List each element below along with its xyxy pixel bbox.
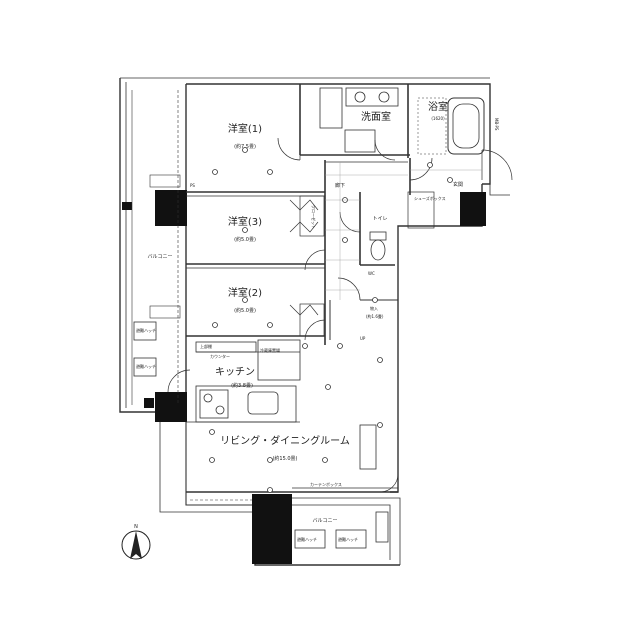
western3-area: (約5.0畳) bbox=[234, 236, 256, 243]
hatch3-label: 避難ハッチ bbox=[297, 536, 317, 542]
fixture-labels: MB·PS PS クローゼット シューズボックス 物入 (約1.6畳) カーテン… bbox=[136, 118, 499, 542]
washroom-name: 洗面室 bbox=[361, 110, 391, 123]
mbps-label: MB·PS bbox=[494, 118, 499, 131]
entrance-name: 玄関 bbox=[453, 181, 463, 188]
kitchen-fixtures bbox=[195, 339, 301, 423]
ps-label: PS bbox=[190, 183, 195, 188]
western1-area: (約7.5畳) bbox=[234, 143, 256, 150]
closet-doors bbox=[289, 191, 435, 337]
toilet-name: トイレ bbox=[372, 216, 387, 222]
counter-label: カウンター bbox=[210, 353, 230, 359]
balcony-south-name: バルコニー bbox=[313, 518, 338, 524]
column-small-1 bbox=[122, 202, 132, 210]
shoe-box-label: シューズボックス bbox=[414, 195, 446, 201]
column-nw bbox=[155, 190, 187, 226]
door-swings bbox=[167, 137, 513, 493]
hatches bbox=[133, 321, 389, 549]
bathtub bbox=[417, 97, 485, 155]
balcony-rails bbox=[131, 90, 181, 405]
hatch2-label: 避難ハッチ bbox=[136, 363, 156, 369]
column-entrance bbox=[460, 192, 486, 226]
storage-label: 物入 bbox=[370, 305, 378, 311]
ldk-name: リビング・ダイニングルーム bbox=[220, 434, 350, 447]
hatch4-label: 避難ハッチ bbox=[338, 536, 358, 542]
upper-cabinet-label: 上部棚 bbox=[200, 343, 212, 349]
refrigerator-label: 冷蔵庫置場 bbox=[260, 347, 280, 353]
western2-area: (約5.0畳) bbox=[234, 307, 256, 314]
north-compass: N bbox=[121, 524, 151, 560]
toilet-fixture bbox=[369, 231, 387, 261]
western3-name: 洋室(3) bbox=[228, 215, 262, 228]
curtain-box-label: カーテンボックス bbox=[310, 481, 342, 487]
kitchen-name: キッチン bbox=[215, 366, 255, 378]
corridor-name: 廊下 bbox=[335, 182, 345, 189]
floor-tiles bbox=[325, 162, 482, 300]
structural-columns bbox=[122, 190, 486, 564]
column-small-2 bbox=[144, 398, 154, 408]
balcony-west-name: バルコニー bbox=[148, 254, 173, 260]
western1-name: 洋室(1) bbox=[228, 122, 262, 135]
hatch1-label: 避難ハッチ bbox=[136, 327, 156, 333]
column-west-low bbox=[155, 392, 187, 422]
western2-name: 洋室(2) bbox=[228, 286, 262, 299]
room-labels: 洋室(1) (約7.5畳) 洋室(3) (約5.0畳) 洋室(2) (約5.0畳… bbox=[148, 100, 463, 524]
bathroom-name: 浴室 bbox=[428, 100, 448, 113]
closet-label: クローゼット bbox=[311, 205, 317, 229]
ldk-area: (約15.0畳) bbox=[272, 455, 297, 462]
up-sign-label: UP bbox=[360, 336, 366, 341]
bathroom-size: (1620) bbox=[431, 116, 445, 121]
storage-area-label: (約1.6畳) bbox=[366, 313, 384, 319]
column-south bbox=[252, 494, 292, 564]
wc-label: WC bbox=[368, 271, 375, 276]
compass-north-label: N bbox=[134, 524, 138, 530]
kitchen-area: (約3.8畳) bbox=[231, 382, 253, 389]
